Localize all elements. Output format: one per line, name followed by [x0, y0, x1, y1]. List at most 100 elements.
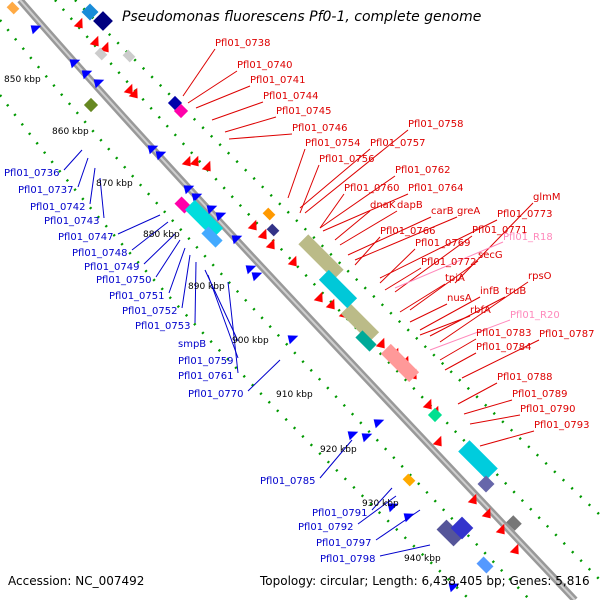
reverse-gene-arrow[interactable] [445, 578, 460, 593]
reverse-gene-arrow[interactable] [370, 414, 385, 429]
reverse-gene-label[interactable]: Pfl01_0752 [122, 306, 178, 317]
forward-gene-label[interactable]: infB [480, 286, 500, 297]
forward-gene-label[interactable]: Pfl01_0790 [520, 404, 576, 415]
forward-gene-label[interactable]: glmM [533, 192, 561, 203]
rna-gene-label[interactable]: Pfl01_R18 [503, 232, 553, 243]
forward-gene-arrow[interactable] [265, 238, 280, 253]
forward-gene-arrow[interactable] [432, 435, 447, 450]
gene-block[interactable] [6, 1, 20, 15]
reverse-gene-arrow[interactable] [180, 180, 195, 195]
gene-block[interactable] [184, 199, 224, 239]
forward-gene-label[interactable]: Pfl01_0784 [476, 342, 532, 353]
reverse-gene-arrow[interactable] [152, 146, 167, 161]
gene-block[interactable] [476, 556, 494, 574]
reverse-gene-label[interactable]: Pfl01_0751 [109, 291, 165, 302]
gene-block[interactable] [436, 519, 464, 547]
forward-gene-label[interactable]: tpiA [445, 273, 465, 284]
reverse-gene-arrow[interactable] [284, 330, 299, 345]
reverse-gene-arrow[interactable] [144, 140, 159, 155]
reverse-gene-label[interactable]: Pfl01_0797 [316, 538, 372, 549]
forward-gene-arrow[interactable] [287, 255, 302, 270]
gene-block[interactable] [81, 3, 99, 21]
gene-block[interactable] [380, 343, 420, 383]
reverse-gene-label[interactable]: Pfl01_0736 [4, 168, 60, 179]
reverse-gene-arrow[interactable] [27, 20, 42, 35]
forward-gene-arrow[interactable] [375, 337, 390, 352]
forward-gene-arrow[interactable] [89, 35, 104, 50]
reverse-gene-label[interactable]: Pfl01_0791 [312, 508, 368, 519]
rna-gene-label[interactable]: Pfl01_R20 [510, 310, 560, 321]
gene-block[interactable] [450, 516, 474, 540]
reverse-gene-arrow[interactable] [90, 74, 105, 89]
forward-gene-arrow[interactable] [467, 493, 482, 508]
reverse-gene-arrow[interactable] [228, 230, 243, 245]
forward-gene-label[interactable]: dnaK [370, 200, 396, 211]
reverse-gene-arrow[interactable] [242, 260, 257, 275]
forward-gene-arrow[interactable] [201, 160, 216, 175]
reverse-gene-label[interactable]: Pfl01_0761 [178, 371, 234, 382]
reverse-gene-label[interactable]: Pfl01_0742 [30, 202, 86, 213]
reverse-gene-arrow[interactable] [384, 498, 399, 513]
reverse-gene-label[interactable]: Pfl01_0785 [260, 476, 316, 487]
gene-block[interactable] [201, 226, 223, 248]
gene-block[interactable] [458, 440, 498, 480]
reverse-gene-label[interactable]: Pfl01_0743 [44, 216, 100, 227]
gene-block[interactable] [318, 269, 358, 309]
forward-gene-arrow[interactable] [481, 507, 496, 522]
forward-gene-label[interactable]: carB [431, 206, 454, 217]
forward-gene-label[interactable]: Pfl01_0771 [472, 225, 528, 236]
forward-gene-label[interactable]: Pfl01_0746 [292, 123, 348, 134]
forward-gene-arrow[interactable] [313, 291, 328, 306]
reverse-gene-label[interactable]: Pfl01_0748 [72, 248, 128, 259]
forward-gene-label[interactable]: Pfl01_0764 [408, 183, 464, 194]
forward-gene-label[interactable]: Pfl01_0738 [215, 38, 271, 49]
reverse-gene-arrow[interactable] [212, 207, 227, 222]
gene-block[interactable] [477, 475, 495, 493]
reverse-gene-label[interactable]: Pfl01_0759 [178, 356, 234, 367]
forward-gene-label[interactable]: Pfl01_0766 [380, 226, 436, 237]
reverse-gene-arrow[interactable] [78, 65, 93, 80]
forward-gene-label[interactable]: rbfA [470, 305, 491, 316]
forward-gene-label[interactable]: Pfl01_0757 [370, 138, 426, 149]
reverse-gene-label[interactable]: Pfl01_0770 [188, 389, 244, 400]
forward-gene-label[interactable]: Pfl01_0744 [263, 91, 319, 102]
forward-gene-label[interactable]: Pfl01_0772 [421, 257, 477, 268]
gene-block[interactable] [94, 47, 108, 61]
forward-gene-label[interactable]: rpsO [528, 271, 552, 282]
gene-block[interactable] [506, 515, 522, 531]
forward-gene-arrow[interactable] [123, 83, 138, 98]
forward-gene-label[interactable]: Pfl01_0788 [497, 372, 553, 383]
forward-gene-label[interactable]: Pfl01_0754 [305, 138, 361, 149]
reverse-gene-label[interactable]: Pfl01_0737 [18, 185, 74, 196]
gene-block[interactable] [427, 407, 443, 423]
forward-gene-arrow[interactable] [257, 228, 272, 243]
forward-gene-label[interactable]: Pfl01_0783 [476, 328, 532, 339]
forward-gene-arrow[interactable] [73, 17, 88, 32]
forward-gene-label[interactable]: Pfl01_0793 [534, 420, 590, 431]
forward-gene-label[interactable]: nusA [447, 293, 472, 304]
forward-gene-arrow[interactable] [325, 298, 340, 313]
forward-gene-label[interactable]: Pfl01_0769 [415, 238, 471, 249]
gene-block[interactable] [93, 11, 113, 31]
gene-block[interactable] [266, 223, 280, 237]
reverse-gene-label[interactable]: Pfl01_0750 [96, 275, 152, 286]
reverse-gene-arrow[interactable] [358, 428, 373, 443]
gene-block[interactable] [83, 97, 99, 113]
reverse-gene-label[interactable]: Pfl01_0792 [298, 522, 354, 533]
forward-gene-arrow[interactable] [495, 523, 510, 538]
forward-gene-label[interactable]: truB [505, 286, 526, 297]
forward-gene-arrow[interactable] [128, 87, 143, 102]
reverse-gene-arrow[interactable] [344, 426, 359, 441]
reverse-gene-arrow[interactable] [248, 267, 263, 282]
forward-gene-label[interactable]: dapB [397, 200, 423, 211]
forward-gene-label[interactable]: Pfl01_0756 [319, 154, 375, 165]
reverse-gene-label[interactable]: Pfl01_0798 [320, 554, 376, 565]
forward-gene-label[interactable]: Pfl01_0762 [395, 165, 451, 176]
reverse-gene-label[interactable]: smpB [178, 339, 206, 350]
forward-gene-label[interactable]: Pfl01_0789 [512, 389, 568, 400]
forward-gene-label[interactable]: Pfl01_0740 [237, 60, 293, 71]
forward-gene-label[interactable]: secG [478, 250, 503, 261]
forward-gene-label[interactable]: Pfl01_0773 [497, 209, 553, 220]
forward-gene-label[interactable]: Pfl01_0760 [344, 183, 400, 194]
gene-block[interactable] [340, 303, 380, 343]
